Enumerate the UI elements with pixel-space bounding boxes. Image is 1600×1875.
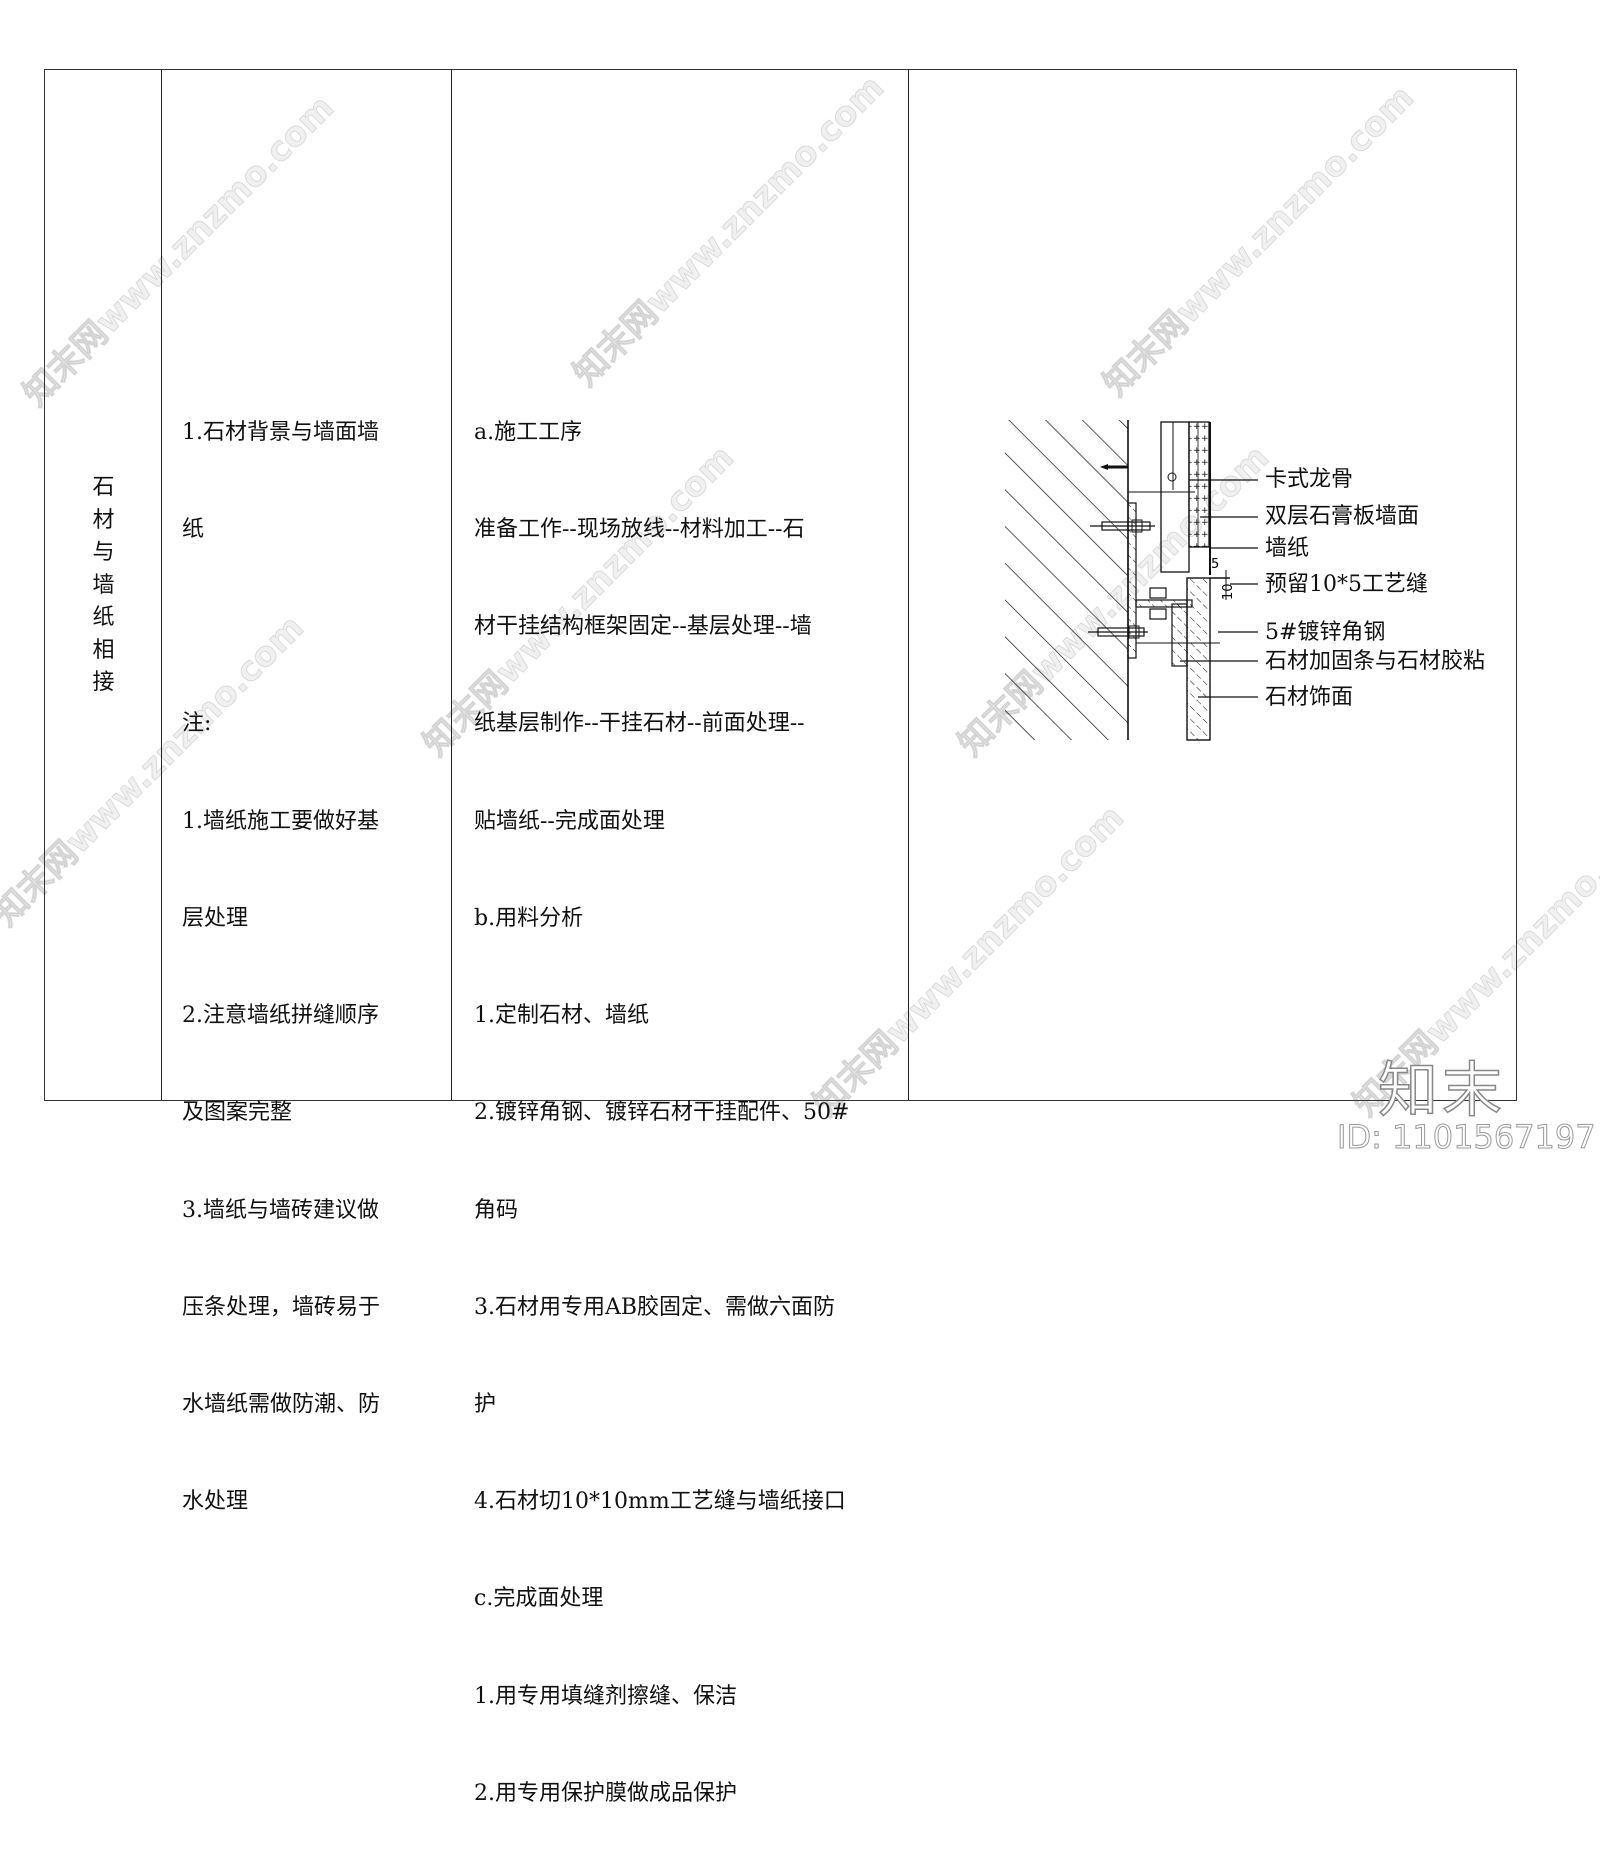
text-line: 及图案完整 (182, 1100, 293, 1126)
text-line: 纸 (182, 517, 205, 543)
text-line: 水墙纸需做防潮、防 (182, 1391, 381, 1417)
text-line: 注: (182, 711, 212, 737)
text-line: 角码 (474, 1197, 519, 1223)
label-stone-facing: 石材饰面 (1265, 685, 1354, 710)
text-line: 准备工作--现场放线--材料加工--石 (474, 517, 805, 543)
text-line: 3.墙纸与墙砖建议做 (182, 1197, 379, 1223)
document-id: ID: 1101567197 (1337, 1118, 1597, 1157)
screw-icon (1100, 464, 1128, 470)
text-line: b.用料分析 (474, 905, 584, 931)
node-description: 1.石材背景与墙面墙 纸 注: 1.墙纸施工要做好基 层处理 2.注意墙纸拼缝顺… (182, 352, 442, 1583)
title-char: 接 (92, 670, 115, 695)
text-line: 压条处理，墙砖易于 (182, 1294, 381, 1320)
text-line: 层处理 (182, 905, 249, 931)
text-line: 3.石材用专用AB胶固定、需做六面防 (474, 1294, 836, 1320)
title-char: 与 (92, 540, 115, 565)
title-char: 相 (92, 637, 115, 663)
text-line: 1.定制石材、墙纸 (474, 1003, 649, 1029)
title-char: 材 (92, 507, 115, 533)
text-line: c.完成面处理 (474, 1586, 604, 1612)
leader-lines (1180, 479, 1258, 698)
text-line: 水处理 (182, 1489, 249, 1515)
text-line: 纸基层制作--干挂石材--前面处理-- (474, 711, 805, 737)
anchor-bolt-icon (1088, 625, 1148, 639)
label-reinforcement: 石材加固条与石材胶粘 (1265, 649, 1486, 674)
brand-logo: 知末 (1377, 1055, 1506, 1127)
wall-hatch (1005, 420, 1129, 740)
label-stud: 卡式龙骨 (1265, 467, 1354, 492)
dimension-5: 5 (1211, 557, 1219, 572)
text-line: 贴墙纸--完成面处理 (474, 808, 665, 834)
title-char: 纸 (92, 605, 115, 630)
node-description-cell: 1.石材背景与墙面墙 纸 注: 1.墙纸施工要做好基 层处理 2.注意墙纸拼缝顺… (162, 70, 452, 1514)
row-title: 石 材 与 墙 纸 相 接 (45, 472, 162, 700)
text-line: 1.用专用填缝剂擦缝、保洁 (474, 1683, 737, 1709)
text-line: 2.注意墙纸拼缝顺序 (182, 1003, 379, 1029)
title-char: 墙 (92, 572, 115, 598)
row-title-cell: 石 材 与 墙 纸 相 接 (45, 70, 162, 1100)
label-angle-steel: 5#镀锌角钢 (1265, 620, 1386, 645)
label-wallpaper: 墙纸 (1265, 536, 1310, 561)
anchor-bolt-icon (1090, 519, 1155, 533)
label-reserved-gap: 预留10*5工艺缝 (1265, 572, 1428, 597)
construction-notes: a.施工工序 准备工作--现场放线--材料加工--石 材干挂结构框架固定--基层… (474, 352, 904, 1875)
text-line: 4.石材切10*10mm工艺缝与墙纸接口 (474, 1489, 846, 1515)
section-drawing: + 5 10 (1005, 420, 1258, 741)
text-line: 2.镀锌角钢、镀锌石材干挂配件、50# (474, 1100, 850, 1126)
label-gypsum-board: 双层石膏板墙面 (1265, 504, 1420, 529)
text-line: 护 (474, 1392, 497, 1417)
text-line: a.施工工序 (474, 419, 583, 445)
dimension-10: 10 (1221, 583, 1236, 600)
construction-notes-cell: a.施工工序 准备工作--现场放线--材料加工--石 材干挂结构框架固定--基层… (452, 70, 909, 1806)
text-line: 2.用专用保护膜做成品保护 (474, 1780, 737, 1806)
text-line: 1.墙纸施工要做好基 (182, 808, 379, 834)
text-line: 1.石材背景与墙面墙 (182, 419, 379, 445)
text-line (182, 611, 442, 643)
title-char: 石 (92, 475, 115, 500)
text-line: 材干挂结构框架固定--基层处理--墙 (474, 614, 812, 640)
